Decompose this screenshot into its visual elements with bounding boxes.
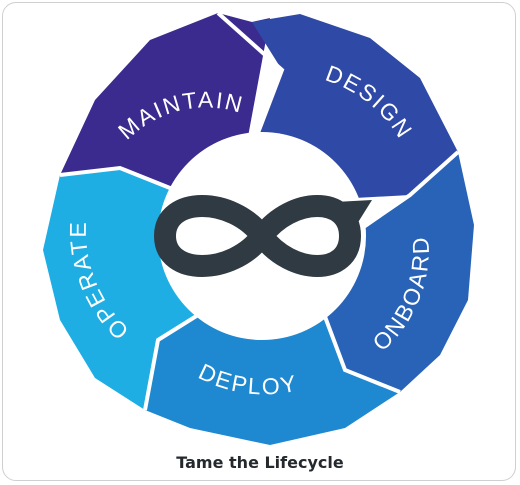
infinity-arrow-head (335, 200, 372, 232)
diagram-caption: Tame the Lifecycle (176, 453, 344, 472)
segment-onboard-shape (318, 152, 474, 392)
segment-onboard (318, 152, 474, 392)
segment-deploy-shape (145, 298, 400, 445)
segment-dividers (59, 11, 460, 411)
segment-operate (43, 168, 222, 410)
infinity-loop-icon (153, 195, 372, 277)
infinity-loop-stroke (153, 195, 362, 277)
segment-operate-shape (43, 168, 222, 410)
segment-deploy (145, 298, 400, 445)
